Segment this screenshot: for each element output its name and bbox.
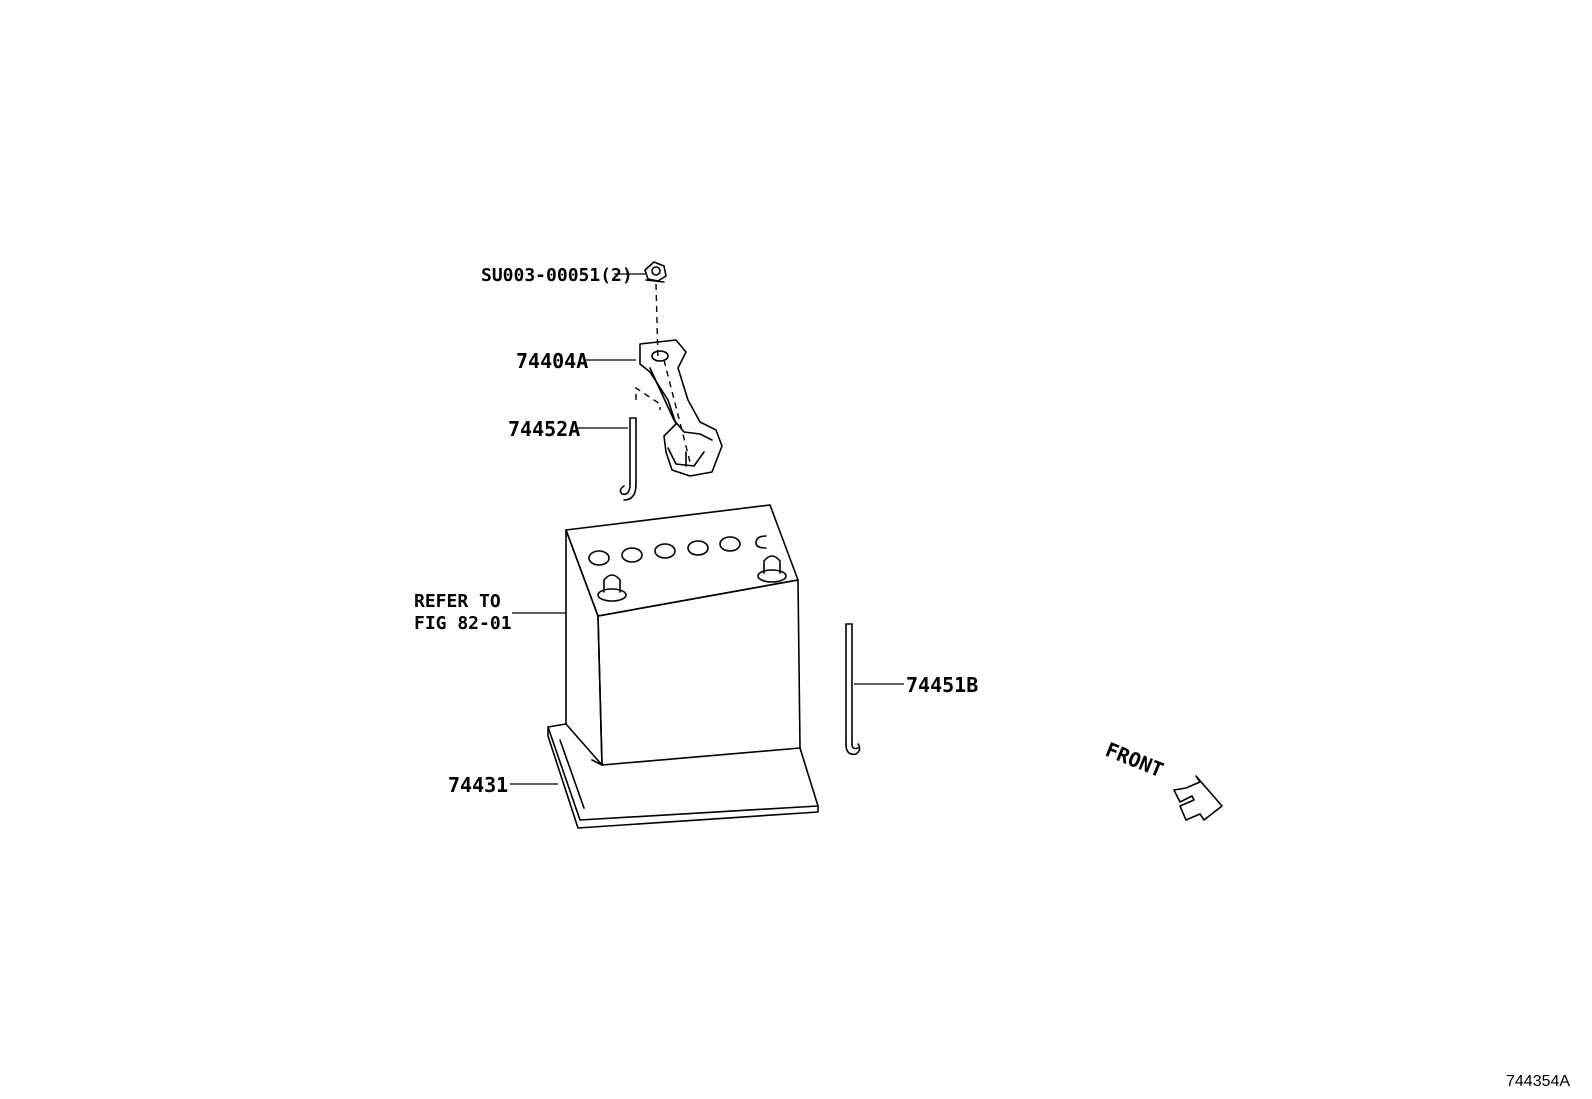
nut-center-line <box>655 283 659 361</box>
nut-part-number: SU003-00051(2) <box>481 265 633 286</box>
front-arrow-icon <box>1173 775 1223 821</box>
clamp-bolt-line <box>663 359 691 463</box>
terminal-left <box>597 574 627 602</box>
battery-clamp <box>639 339 723 477</box>
battery-reference-line1: REFER TO <box>414 591 501 612</box>
hold-down-rod-right <box>845 623 861 756</box>
figure-id: 744354A <box>1506 1073 1570 1090</box>
front-label: FRONT <box>1102 737 1167 782</box>
hex-nut <box>644 261 667 283</box>
tray-part-number: 74431 <box>448 773 508 797</box>
clamp-part-number: 74404A <box>516 349 588 373</box>
terminal-right <box>757 555 787 583</box>
hold-down-rod-left <box>619 417 637 501</box>
rod-left-hook-line <box>635 386 661 410</box>
battery <box>565 504 801 766</box>
rod-right-part-number: 74451B <box>906 673 978 697</box>
battery-reference-line2: FIG 82-01 <box>414 613 512 634</box>
battery-tray <box>547 723 819 829</box>
rod-left-part-number: 74452A <box>508 417 580 441</box>
